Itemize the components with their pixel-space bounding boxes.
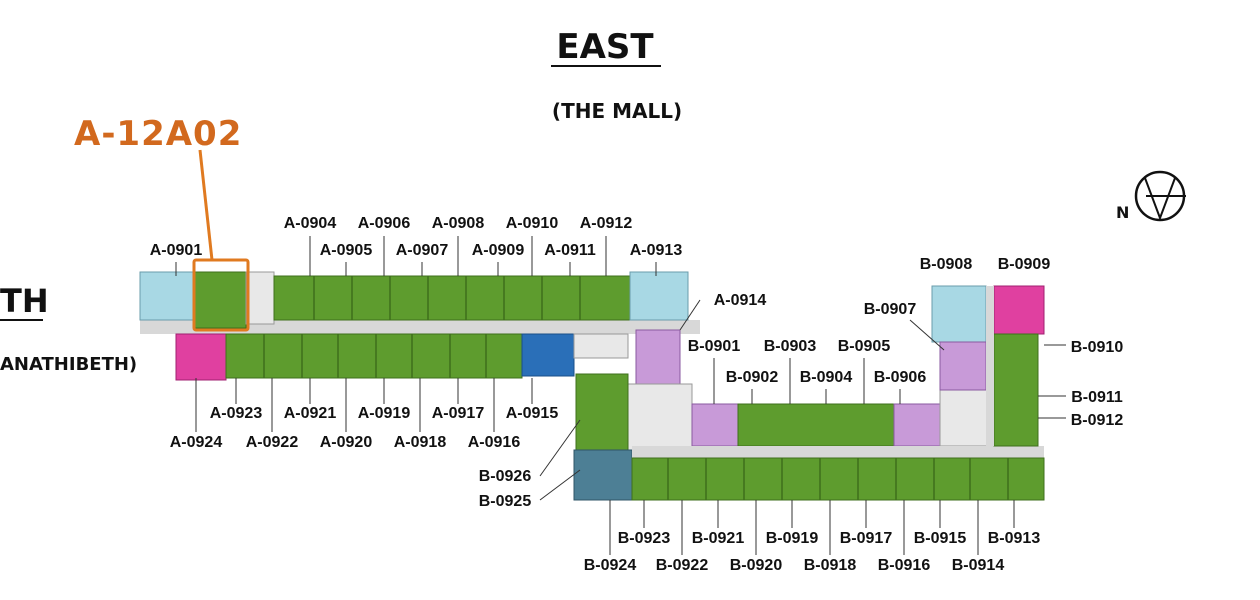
core-b (627, 383, 693, 451)
unit-label-a-0909: A-0909 (472, 242, 525, 259)
unit-label-a-0914: A-0914 (714, 292, 767, 309)
unit-label-b-0907: B-0907 (864, 301, 917, 318)
b-bottom-partitions (667, 458, 1009, 500)
west-title-fragment: TH (0, 282, 49, 320)
unit-b-0909 (993, 285, 1045, 335)
leader-line (679, 299, 701, 331)
unit-label-b-0923: B-0923 (618, 530, 671, 547)
unit-a-0915 (521, 333, 575, 377)
unit-label-a-0921: A-0921 (284, 405, 337, 422)
unit-label-b-0901: B-0901 (688, 338, 741, 355)
unit-b-0926 (575, 373, 629, 451)
unit-a-0914 (635, 329, 681, 385)
unit-leaders (175, 236, 1066, 555)
unit-label-b-0920: B-0920 (730, 557, 783, 574)
unit-label-a-0919: A-0919 (358, 405, 411, 422)
unit-b-0902 (691, 403, 739, 447)
highlight-box (192, 258, 250, 332)
building-b (573, 285, 1045, 501)
unit-label-a-0922: A-0922 (246, 434, 299, 451)
unit-label-b-0926: B-0926 (479, 468, 532, 485)
corridor-b-right (986, 286, 994, 446)
unit-label-a-0917: A-0917 (432, 405, 485, 422)
units-b-right-block (993, 333, 1039, 447)
east-subtitle: (THE MALL) (552, 99, 682, 123)
leader-line (539, 469, 581, 501)
unit-b-0906 (893, 403, 941, 447)
unit-label-a-0923: A-0923 (210, 405, 263, 422)
unit-a-0901 (139, 271, 195, 321)
highlight-marker: A-12A02 (74, 114, 250, 332)
unit-label-a-0918: A-0918 (394, 434, 447, 451)
unit-label-b-0914: B-0914 (952, 557, 1005, 574)
unit-label-a-0913: A-0913 (630, 242, 683, 259)
unit-label-b-0909: B-0909 (998, 256, 1051, 273)
unit-label-a-0924: A-0924 (170, 434, 223, 451)
unit-label-a-0920: A-0920 (320, 434, 373, 451)
unit-label-b-0916: B-0916 (878, 557, 931, 574)
unit-label-b-0912: B-0912 (1071, 412, 1124, 429)
unit-label-a-0911: A-0911 (544, 242, 596, 259)
west-heading: TH ANATHIBETH) (0, 282, 137, 375)
unit-label-b-0924: B-0924 (584, 557, 637, 574)
unit-label-b-0918: B-0918 (804, 557, 857, 574)
stair-core-a (245, 271, 275, 325)
north-letter: N (1116, 203, 1129, 222)
corridor-b (632, 446, 1044, 458)
unit-label-b-0925: B-0925 (479, 493, 532, 510)
corridor-a (140, 320, 700, 334)
unit-label-a-0906: A-0906 (358, 215, 411, 232)
stair-core-b (939, 389, 991, 447)
unit-label-b-0906: B-0906 (874, 369, 927, 386)
unit-label-b-0910: B-0910 (1071, 339, 1124, 356)
unit-label-b-0911: B-0911 (1071, 389, 1123, 406)
unit-label-b-0922: B-0922 (656, 557, 709, 574)
units-a-top-block (273, 275, 631, 321)
unit-b-0908 (931, 285, 987, 343)
unit-b-0907 (939, 341, 987, 391)
unit-label-b-0919: B-0919 (766, 530, 819, 547)
leader-line (539, 419, 581, 477)
east-heading: EAST (THE MALL) (551, 27, 682, 123)
unit-label-a-0904: A-0904 (284, 215, 337, 232)
west-subtitle-fragment: ANATHIBETH) (0, 354, 137, 375)
units-b-mid-block (737, 403, 895, 447)
unit-label-a-0915: A-0915 (506, 405, 559, 422)
unit-b-0925 (573, 449, 633, 501)
top-partitions (313, 276, 581, 320)
unit-label-a-0907: A-0907 (396, 242, 449, 259)
unit-a-0913 (629, 271, 689, 321)
unit-label-a-0908: A-0908 (432, 215, 485, 232)
unit-label-b-0913: B-0913 (988, 530, 1041, 547)
building-a (139, 271, 700, 385)
lift-lobby-a (573, 333, 629, 359)
unit-a-0924 (175, 333, 227, 381)
units-b-bottom-block (631, 457, 1045, 501)
unit-label-a-0910: A-0910 (506, 215, 559, 232)
unit-label-a-0916: A-0916 (468, 434, 521, 451)
unit-label-b-0905: B-0905 (838, 338, 891, 355)
bottom-partitions (263, 334, 487, 378)
unit-label-b-0902: B-0902 (726, 369, 779, 386)
unit-label-b-0921: B-0921 (692, 530, 745, 547)
leader-line (909, 319, 945, 351)
unit-label-b-0908: B-0908 (920, 256, 973, 273)
unit-a-12a02 (193, 271, 247, 329)
unit-label-b-0903: B-0903 (764, 338, 817, 355)
north-arrow-icon: N (1116, 170, 1186, 222)
unit-label-a-0901: A-0901 (150, 242, 203, 259)
unit-label-b-0917: B-0917 (840, 530, 893, 547)
units-a-bottom-block (225, 333, 523, 379)
highlight-label: A-12A02 (74, 114, 242, 154)
unit-label-b-0915: B-0915 (914, 530, 967, 547)
unit-label-b-0904: B-0904 (800, 369, 853, 386)
east-title: EAST (556, 27, 654, 67)
unit-label-a-0912: A-0912 (580, 215, 633, 232)
unit-label-a-0905: A-0905 (320, 242, 373, 259)
